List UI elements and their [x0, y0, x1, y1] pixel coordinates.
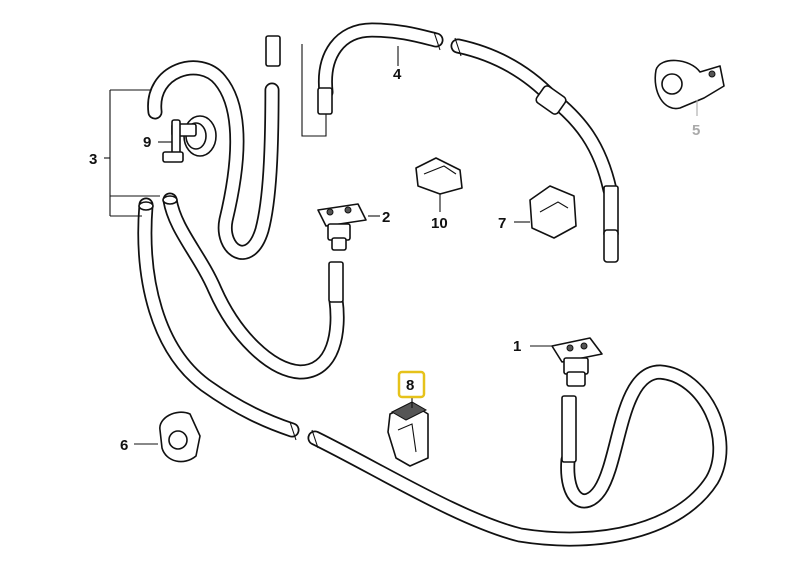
callout-6: 6	[120, 437, 128, 454]
hose-break-markers	[289, 31, 462, 449]
callout-10: 10	[431, 215, 448, 232]
leader-lines	[104, 44, 698, 445]
clip-10	[415, 157, 463, 195]
callout-7: 7	[498, 215, 506, 232]
hose-open-ends	[138, 195, 178, 211]
callout-4: 4	[393, 66, 402, 83]
hose-fittings	[265, 35, 619, 463]
clamp-5	[654, 59, 725, 110]
callout-2: 2	[382, 209, 390, 226]
callout-1: 1	[513, 338, 521, 355]
callout-labels: 1 2 3 4 5 6 7 8 9 10	[89, 66, 700, 454]
hose-long-lower	[137, 197, 728, 547]
hose-upper-loop	[147, 60, 280, 260]
clamp-6	[159, 411, 201, 463]
washer-nozzle-1	[551, 337, 603, 387]
check-valve	[162, 115, 217, 163]
clip-7	[529, 185, 577, 239]
callout-8: 8	[406, 377, 414, 394]
callout-3: 3	[89, 151, 97, 168]
callout-9: 9	[143, 134, 151, 151]
holder-8	[387, 401, 429, 467]
hose-sleeve	[535, 85, 567, 115]
hose-loop-middle	[162, 192, 345, 380]
callout-8-highlight	[397, 370, 426, 399]
hose-upper-right	[317, 22, 618, 198]
callout-5: 5	[692, 122, 700, 139]
washer-nozzle-2	[317, 203, 367, 251]
